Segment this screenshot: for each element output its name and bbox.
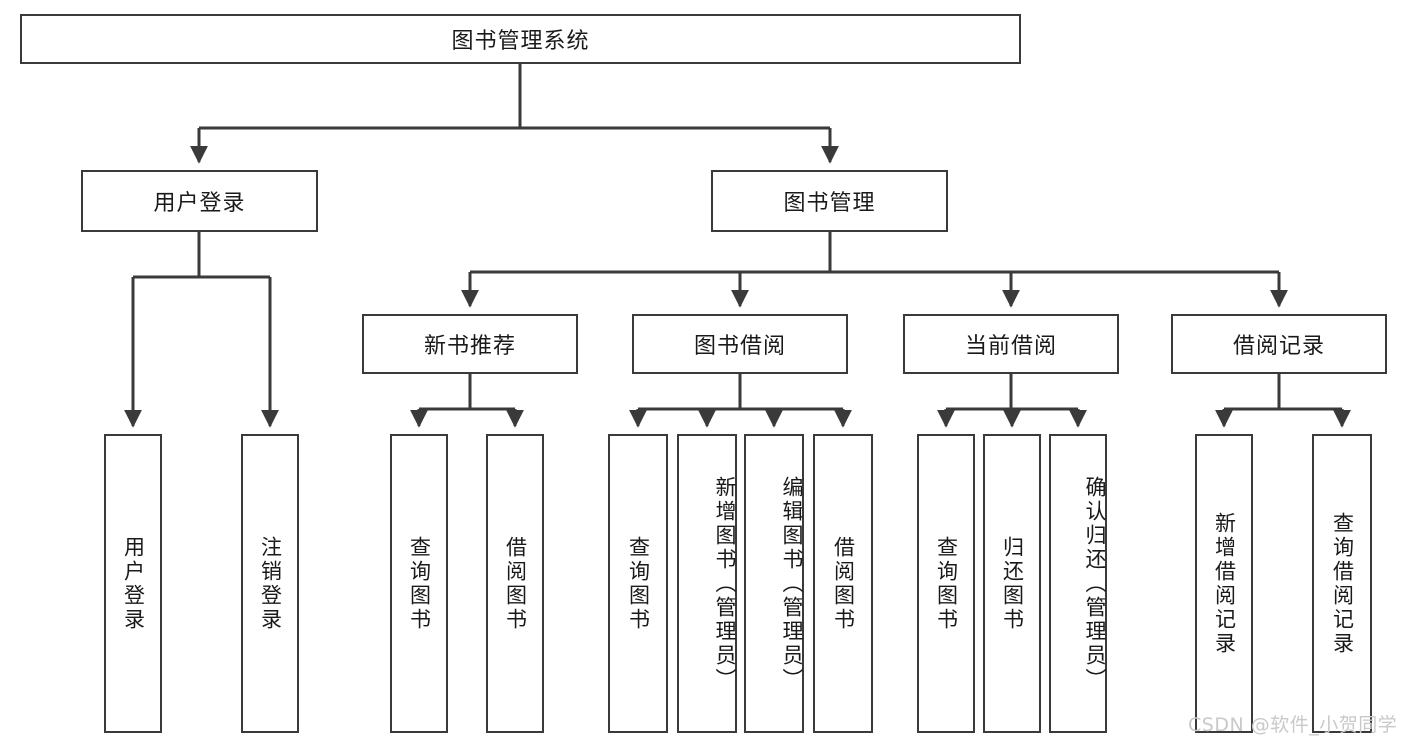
leaf-add-book-admin[interactable]: 新增图书（管理员）: [677, 434, 737, 733]
node-book-manage[interactable]: 图书管理: [711, 170, 948, 232]
leaf-user-login[interactable]: 用户登录: [104, 434, 162, 733]
watermark: CSDN @软件_小贺同学: [1188, 714, 1398, 736]
leaf-user-logout[interactable]: 注销登录: [241, 434, 299, 733]
node-borrow-record[interactable]: 借阅记录: [1171, 314, 1387, 374]
leaf-query-book-current[interactable]: 查询图书: [917, 434, 975, 733]
leaf-return-book[interactable]: 归还图书: [983, 434, 1041, 733]
node-new-book-rec[interactable]: 新书推荐: [362, 314, 578, 374]
node-current-borrow[interactable]: 当前借阅: [903, 314, 1119, 374]
leaf-query-book-new[interactable]: 查询图书: [390, 434, 448, 733]
node-root[interactable]: 图书管理系统: [20, 14, 1021, 64]
leaf-query-borrow-record[interactable]: 查询借阅记录: [1312, 434, 1372, 733]
leaf-borrow-book-new[interactable]: 借阅图书: [486, 434, 544, 733]
leaf-confirm-return-admin[interactable]: 确认归还（管理员）: [1049, 434, 1107, 733]
leaf-query-book-borrow[interactable]: 查询图书: [608, 434, 668, 733]
leaf-edit-book-admin[interactable]: 编辑图书（管理员）: [744, 434, 804, 733]
leaf-add-borrow-record[interactable]: 新增借阅记录: [1195, 434, 1253, 733]
node-book-borrow[interactable]: 图书借阅: [632, 314, 848, 374]
node-user-login[interactable]: 用户登录: [81, 170, 318, 232]
leaf-borrow-book[interactable]: 借阅图书: [813, 434, 873, 733]
